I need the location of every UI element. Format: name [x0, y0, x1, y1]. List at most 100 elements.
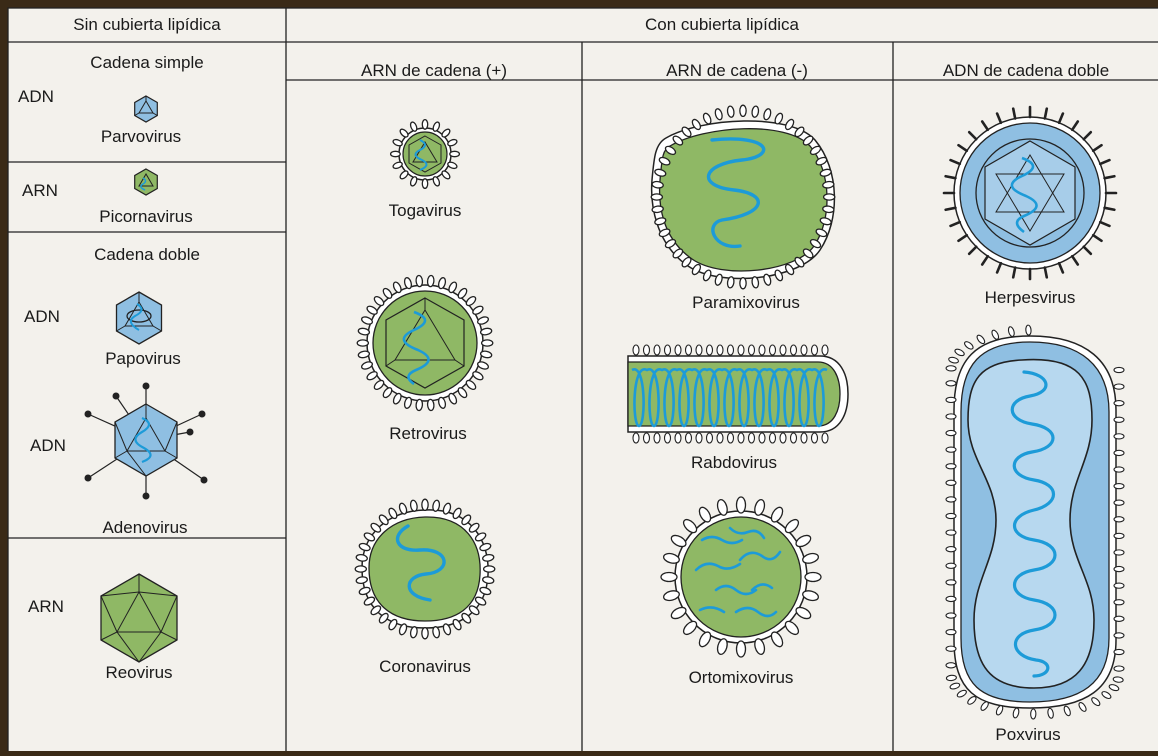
envelope-spike: [946, 366, 956, 372]
envelope-spike: [661, 573, 677, 582]
envelope-spike: [1114, 533, 1124, 538]
envelope-spike: [654, 345, 660, 355]
envelope-spike: [946, 480, 956, 485]
envelope-spike: [651, 194, 662, 200]
header-no-envelope: Sin cubierta lipídica: [73, 15, 220, 35]
envelope-spike: [1114, 666, 1124, 671]
envelope-spike: [1114, 649, 1124, 654]
envelope-spike: [1114, 633, 1124, 638]
envelope-spike: [422, 499, 428, 510]
header-rna-plus: ARN de cadena (+): [361, 61, 507, 81]
virus-name-herpesvirus: Herpesvirus: [985, 288, 1076, 308]
envelope-spike: [759, 345, 765, 355]
envelope-spike: [780, 433, 786, 443]
envelope-spike: [946, 547, 956, 552]
envelope-spike: [946, 414, 956, 419]
virus-name-paramixovirus: Paramixovirus: [692, 293, 800, 313]
envelope-spike: [749, 433, 755, 443]
envelope-spike: [946, 563, 956, 568]
envelope-spike: [946, 381, 956, 386]
envelope-spike: [717, 433, 723, 443]
envelope-spike: [654, 433, 660, 443]
envelope-spike: [633, 345, 639, 355]
envelope-spike: [422, 179, 427, 189]
envelope-spike: [1114, 550, 1124, 555]
envelope-spike: [946, 630, 956, 635]
envelope-spike: [946, 430, 956, 435]
envelope-spike: [740, 105, 746, 116]
envelope-spike: [1114, 517, 1124, 522]
envelope-spike: [737, 641, 746, 657]
envelope-spike: [770, 345, 776, 355]
virus-name-adenovirus: Adenovirus: [102, 518, 187, 538]
envelope-spike: [946, 530, 956, 535]
envelope-spike: [422, 628, 428, 639]
envelope-spike: [633, 433, 639, 443]
envelope-spike: [357, 340, 368, 346]
envelope-spike: [759, 433, 765, 443]
virus-name-poxvirus: Poxvirus: [995, 725, 1060, 745]
envelope-spike: [1114, 434, 1124, 439]
envelope-spike: [740, 278, 746, 289]
envelope-spike: [1114, 467, 1124, 472]
envelope-spike: [946, 580, 956, 585]
envelope-spike: [749, 345, 755, 355]
envelope-spike: [812, 345, 818, 355]
envelope-spike: [801, 433, 807, 443]
envelope-spike: [644, 345, 650, 355]
envelope-spike: [946, 675, 956, 681]
envelope-spike: [728, 433, 734, 443]
envelope-spike: [482, 340, 493, 346]
coronavirus-icon: [362, 510, 488, 628]
envelope-spike: [738, 345, 744, 355]
header-rna-minus: ARN de cadena (-): [666, 61, 808, 81]
envelope-spike: [427, 275, 434, 287]
envelope-spike: [1114, 450, 1124, 455]
envelope-spike: [707, 345, 713, 355]
envelope-spike: [946, 613, 956, 618]
envelope-spike: [824, 194, 835, 200]
envelope-spike: [644, 433, 650, 443]
envelope-spike: [1114, 616, 1124, 621]
envelope-spike: [416, 399, 423, 411]
envelope-spike: [355, 566, 366, 572]
envelope-spike: [822, 345, 828, 355]
header-single-strand: Cadena simple: [90, 53, 203, 73]
virus-name-togavirus: Togavirus: [389, 201, 462, 221]
type-label-parvovirus: ADN: [18, 87, 54, 107]
envelope-spike: [1114, 600, 1124, 605]
envelope-spike: [791, 345, 797, 355]
envelope-spike: [422, 120, 427, 130]
header-double-strand: Cadena doble: [94, 245, 200, 265]
envelope-spike: [696, 345, 702, 355]
envelope-spike: [946, 663, 956, 668]
envelope-spike: [696, 433, 702, 443]
type-label-picornavirus: ARN: [22, 181, 58, 201]
envelope-spike: [416, 275, 423, 287]
type-label-adenovirus: ADN: [30, 436, 66, 456]
virus-name-coronavirus: Coronavirus: [379, 657, 471, 677]
envelope-spike: [484, 566, 495, 572]
virus-name-ortomixovirus: Ortomixovirus: [689, 668, 794, 688]
envelope-spike: [675, 433, 681, 443]
virus-name-reovirus: Reovirus: [105, 663, 172, 683]
envelope-spike: [707, 433, 713, 443]
virus-name-rabdovirus: Rabdovirus: [691, 453, 777, 473]
type-label-papovirus: ADN: [24, 307, 60, 327]
envelope-spike: [791, 433, 797, 443]
envelope-spike: [1114, 583, 1124, 588]
envelope-spike: [1114, 484, 1124, 489]
envelope-spike: [1114, 566, 1124, 571]
envelope-spike: [686, 433, 692, 443]
envelope-spike: [770, 433, 776, 443]
header-dna-double: ADN de cadena doble: [943, 61, 1109, 81]
virus-name-picornavirus: Picornavirus: [99, 207, 193, 227]
rabdovirus-icon: [628, 356, 848, 432]
envelope-spike: [1114, 500, 1124, 505]
envelope-spike: [1031, 709, 1036, 719]
envelope-spike: [1114, 401, 1124, 406]
envelope-spike: [391, 151, 401, 156]
envelope-spike: [946, 497, 956, 502]
envelope-spike: [665, 433, 671, 443]
